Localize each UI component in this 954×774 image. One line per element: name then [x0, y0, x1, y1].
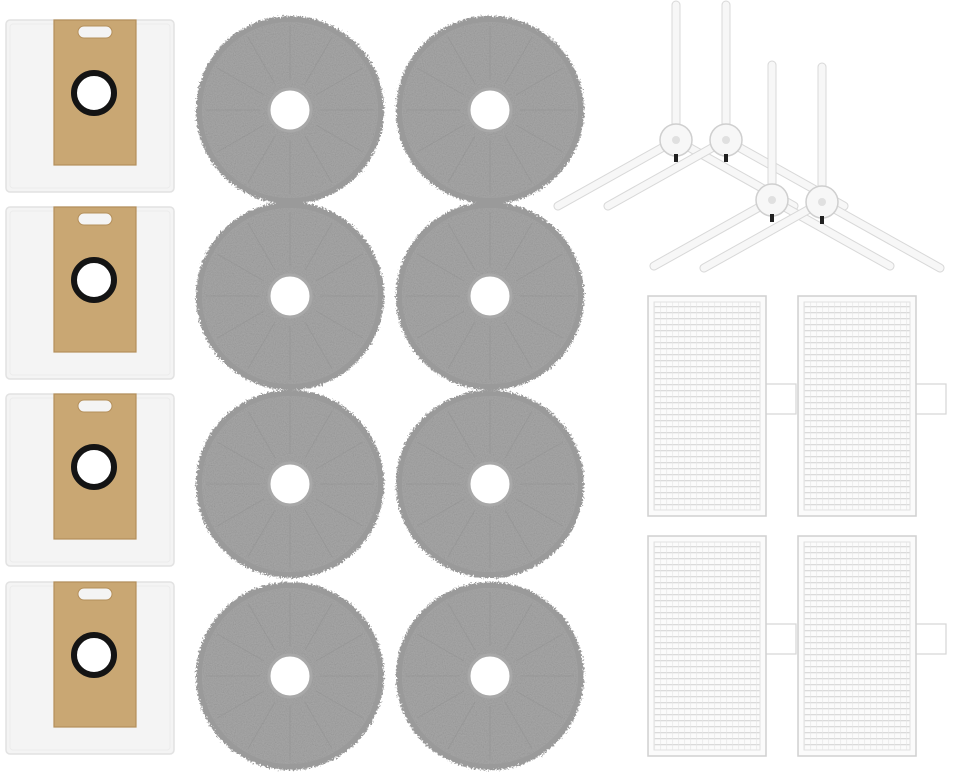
mop-pad-icon [196, 390, 384, 578]
mop-pad-icon [396, 390, 584, 578]
side-brush-icon [603, 0, 849, 211]
mop-pad-icon [396, 16, 584, 204]
side-brush-icon [553, 0, 799, 211]
dust-bag-column [5, 19, 175, 755]
dust-bag-icon [5, 19, 175, 193]
mop-pad-icon [196, 582, 384, 770]
hepa-filter-icon [647, 535, 797, 757]
mop-pad-icon [196, 202, 384, 390]
mop-pad-icon [196, 16, 384, 204]
side-brush-group [553, 0, 945, 273]
mop-pad-icon [396, 582, 584, 770]
dust-bag-icon [5, 206, 175, 380]
hepa-filter-grid [647, 295, 947, 757]
mop-pad-grid [196, 16, 584, 770]
hepa-filter-icon [797, 535, 947, 757]
dust-bag-icon [5, 393, 175, 567]
side-brush-icon [649, 60, 895, 271]
mop-pad-icon [396, 202, 584, 390]
hepa-filter-icon [797, 295, 947, 517]
hepa-filter-icon [647, 295, 797, 517]
side-brush-icon [699, 62, 945, 273]
dust-bag-icon [5, 581, 175, 755]
